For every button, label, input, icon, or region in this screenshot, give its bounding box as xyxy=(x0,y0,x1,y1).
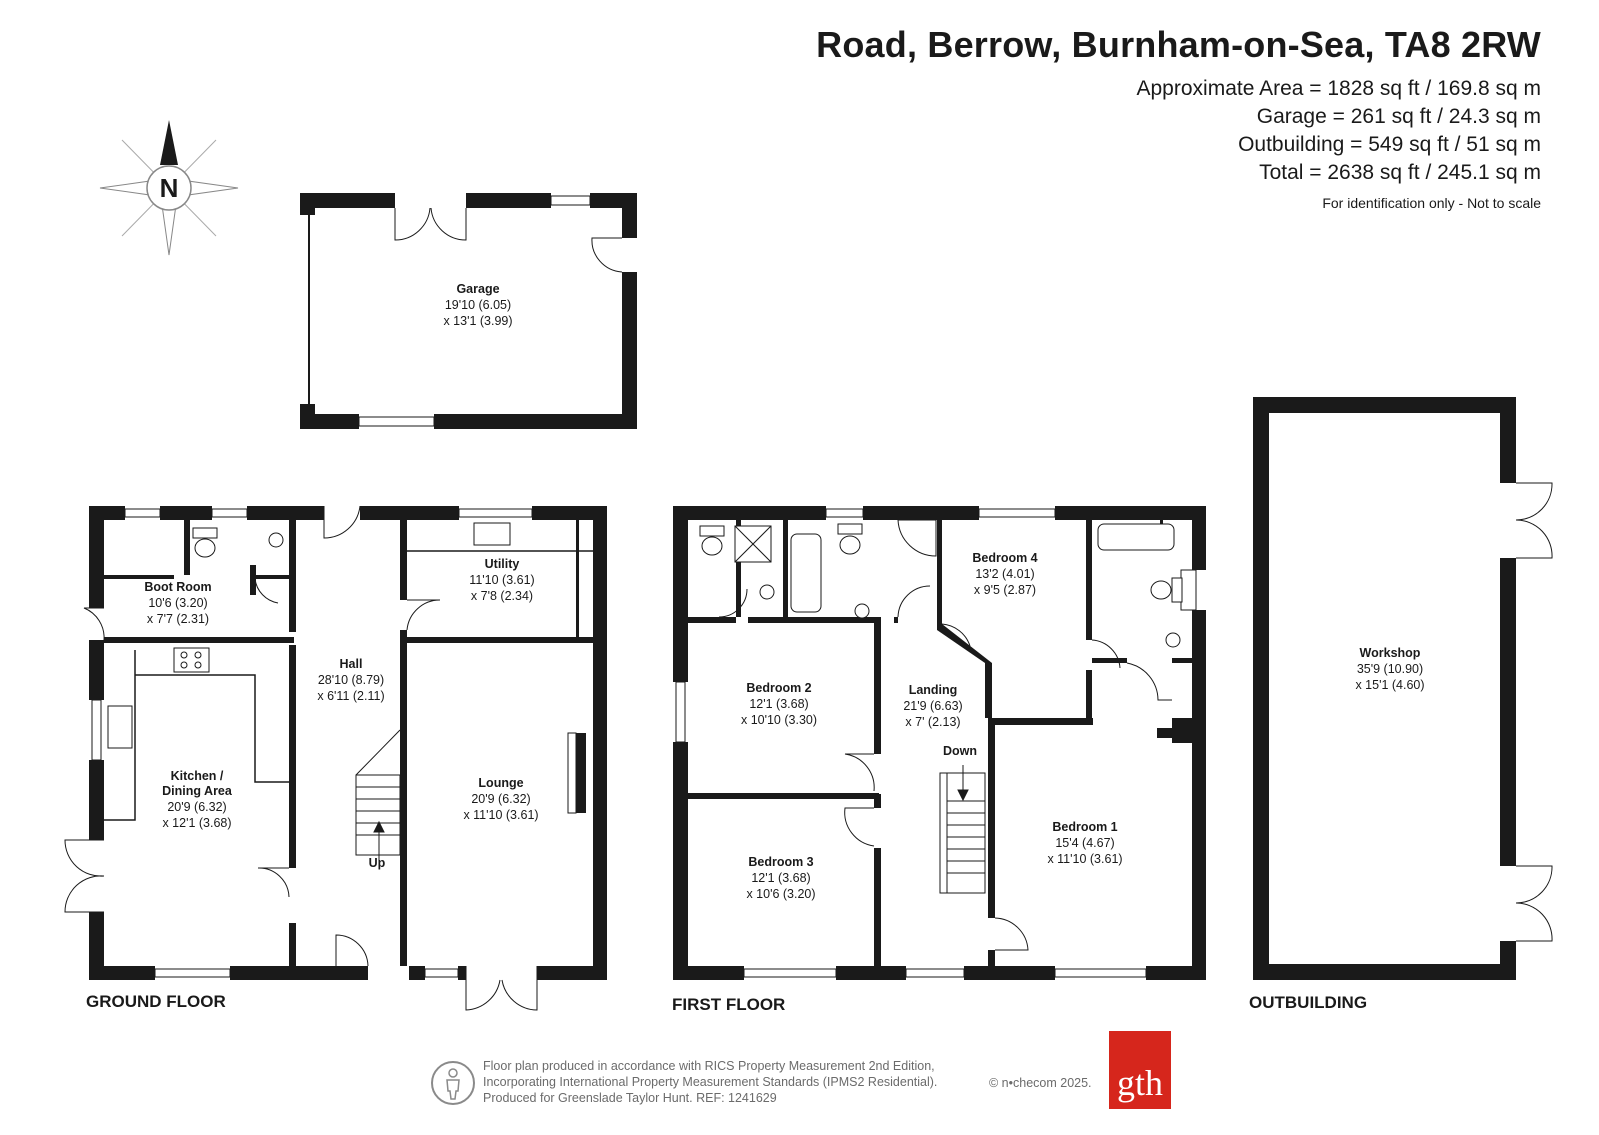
svg-text:12'1 (3.68): 12'1 (3.68) xyxy=(751,871,810,885)
room-label-utility: Utility 11'10 (3.61) x 7'8 (2.34) xyxy=(469,557,534,603)
svg-text:Boot Room: Boot Room xyxy=(144,580,211,594)
svg-text:11'10 (3.61): 11'10 (3.61) xyxy=(469,573,534,587)
svg-text:Garage: Garage xyxy=(456,282,499,296)
total-area: Total = 2638 sq ft / 245.1 sq m xyxy=(1259,161,1541,184)
room-label-bedroom-4: Bedroom 4 13'2 (4.01) x 9'5 (2.87) xyxy=(972,551,1037,597)
svg-text:19'10 (6.05): 19'10 (6.05) xyxy=(445,298,511,312)
address-title: Road, Berrow, Burnham-on-Sea, TA8 2RW xyxy=(816,24,1541,65)
room-label-garage: Garage 19'10 (6.05) x 13'1 (3.99) xyxy=(443,282,512,328)
first-floor-plan xyxy=(673,506,1206,980)
ground-stairs xyxy=(355,729,401,860)
room-label-boot-room: Boot Room 10'6 (3.20) x 7'7 (2.31) xyxy=(144,580,211,626)
svg-text:Landing: Landing xyxy=(909,683,958,697)
svg-text:x 11'10 (3.61): x 11'10 (3.61) xyxy=(1047,852,1122,866)
first-stairs xyxy=(939,765,986,894)
scale-note: For identification only - Not to scale xyxy=(1322,195,1541,211)
room-label-kitchen: Kitchen / Dining Area 20'9 (6.32) x 12'1… xyxy=(162,769,233,830)
ground-floor-label: GROUND FLOOR xyxy=(86,992,226,1011)
svg-text:x 10'10 (3.30): x 10'10 (3.30) xyxy=(741,713,817,727)
svg-text:x 9'5 (2.87): x 9'5 (2.87) xyxy=(974,583,1036,597)
svg-text:10'6 (3.20): 10'6 (3.20) xyxy=(148,596,207,610)
room-label-hall: Hall 28'10 (8.79) x 6'11 (2.11) xyxy=(317,657,384,703)
svg-text:x 7'7 (2.31): x 7'7 (2.31) xyxy=(147,612,209,626)
svg-text:Dining Area: Dining Area xyxy=(162,784,233,798)
room-label-bedroom-2: Bedroom 2 12'1 (3.68) x 10'10 (3.30) xyxy=(741,681,817,727)
svg-text:Workshop: Workshop xyxy=(1360,646,1421,660)
svg-text:21'9 (6.63): 21'9 (6.63) xyxy=(903,699,962,713)
garage-plan xyxy=(300,193,637,429)
svg-text:Utility: Utility xyxy=(485,557,520,571)
stairs-up-label: Up xyxy=(369,856,386,870)
svg-text:15'4 (4.67): 15'4 (4.67) xyxy=(1055,836,1114,850)
svg-text:x 7'8 (2.34): x 7'8 (2.34) xyxy=(471,589,533,603)
garage-area: Garage = 261 sq ft / 24.3 sq m xyxy=(1256,105,1541,128)
room-label-bedroom-3: Bedroom 3 12'1 (3.68) x 10'6 (3.20) xyxy=(746,855,815,901)
compass-label: N xyxy=(160,173,179,203)
svg-text:35'9 (10.90): 35'9 (10.90) xyxy=(1357,662,1423,676)
svg-text:Hall: Hall xyxy=(340,657,363,671)
svg-text:x 11'10 (3.61): x 11'10 (3.61) xyxy=(463,808,538,822)
footer-line: Incorporating International Property Mea… xyxy=(483,1075,938,1089)
compass-icon: N xyxy=(99,120,239,256)
outbuilding-area: Outbuilding = 549 sq ft / 51 sq m xyxy=(1238,133,1541,156)
svg-text:Kitchen /: Kitchen / xyxy=(171,769,224,783)
svg-text:x 7' (2.13): x 7' (2.13) xyxy=(905,715,960,729)
room-label-lounge: Lounge 20'9 (6.32) x 11'10 (3.61) xyxy=(463,776,538,822)
svg-text:20'9 (6.32): 20'9 (6.32) xyxy=(167,800,226,814)
stairs-down-label: Down xyxy=(943,744,977,758)
footer-line: Floor plan produced in accordance with R… xyxy=(483,1059,935,1073)
svg-text:Bedroom 4: Bedroom 4 xyxy=(972,551,1037,565)
svg-text:Bedroom 1: Bedroom 1 xyxy=(1052,820,1117,834)
svg-text:Lounge: Lounge xyxy=(478,776,523,790)
svg-text:x 10'6 (3.20): x 10'6 (3.20) xyxy=(746,887,815,901)
footer-line: Produced for Greenslade Taylor Hunt. REF… xyxy=(483,1091,777,1105)
svg-text:x 13'1 (3.99): x 13'1 (3.99) xyxy=(443,314,512,328)
outbuilding-plan xyxy=(1253,397,1553,980)
room-label-workshop: Workshop 35'9 (10.90) x 15'1 (4.60) xyxy=(1355,646,1424,692)
svg-text:13'2 (4.01): 13'2 (4.01) xyxy=(975,567,1034,581)
room-label-landing: Landing 21'9 (6.63) x 7' (2.13) xyxy=(903,683,962,729)
footer-text: Floor plan produced in accordance with R… xyxy=(483,1058,937,1106)
svg-text:12'1 (3.68): 12'1 (3.68) xyxy=(749,697,808,711)
approx-area: Approximate Area = 1828 sq ft / 169.8 sq… xyxy=(1136,77,1542,100)
person-icon xyxy=(431,1061,475,1105)
svg-text:x 15'1 (4.60): x 15'1 (4.60) xyxy=(1355,678,1424,692)
svg-text:Bedroom 3: Bedroom 3 xyxy=(748,855,813,869)
first-floor-label: FIRST FLOOR xyxy=(672,995,785,1014)
ground-floor-plan xyxy=(64,505,607,1011)
svg-text:20'9 (6.32): 20'9 (6.32) xyxy=(471,792,530,806)
svg-text:x 12'1 (3.68): x 12'1 (3.68) xyxy=(162,816,231,830)
svg-text:Bedroom 2: Bedroom 2 xyxy=(746,681,811,695)
outbuilding-label: OUTBUILDING xyxy=(1249,993,1367,1012)
room-label-bedroom-1: Bedroom 1 15'4 (4.67) x 11'10 (3.61) xyxy=(1047,820,1122,866)
copyright: © n•checom 2025. xyxy=(989,1076,1092,1090)
svg-text:28'10 (8.79): 28'10 (8.79) xyxy=(318,673,384,687)
svg-text:x 6'11 (2.11): x 6'11 (2.11) xyxy=(317,689,384,703)
brand-logo: gth xyxy=(1109,1031,1171,1109)
